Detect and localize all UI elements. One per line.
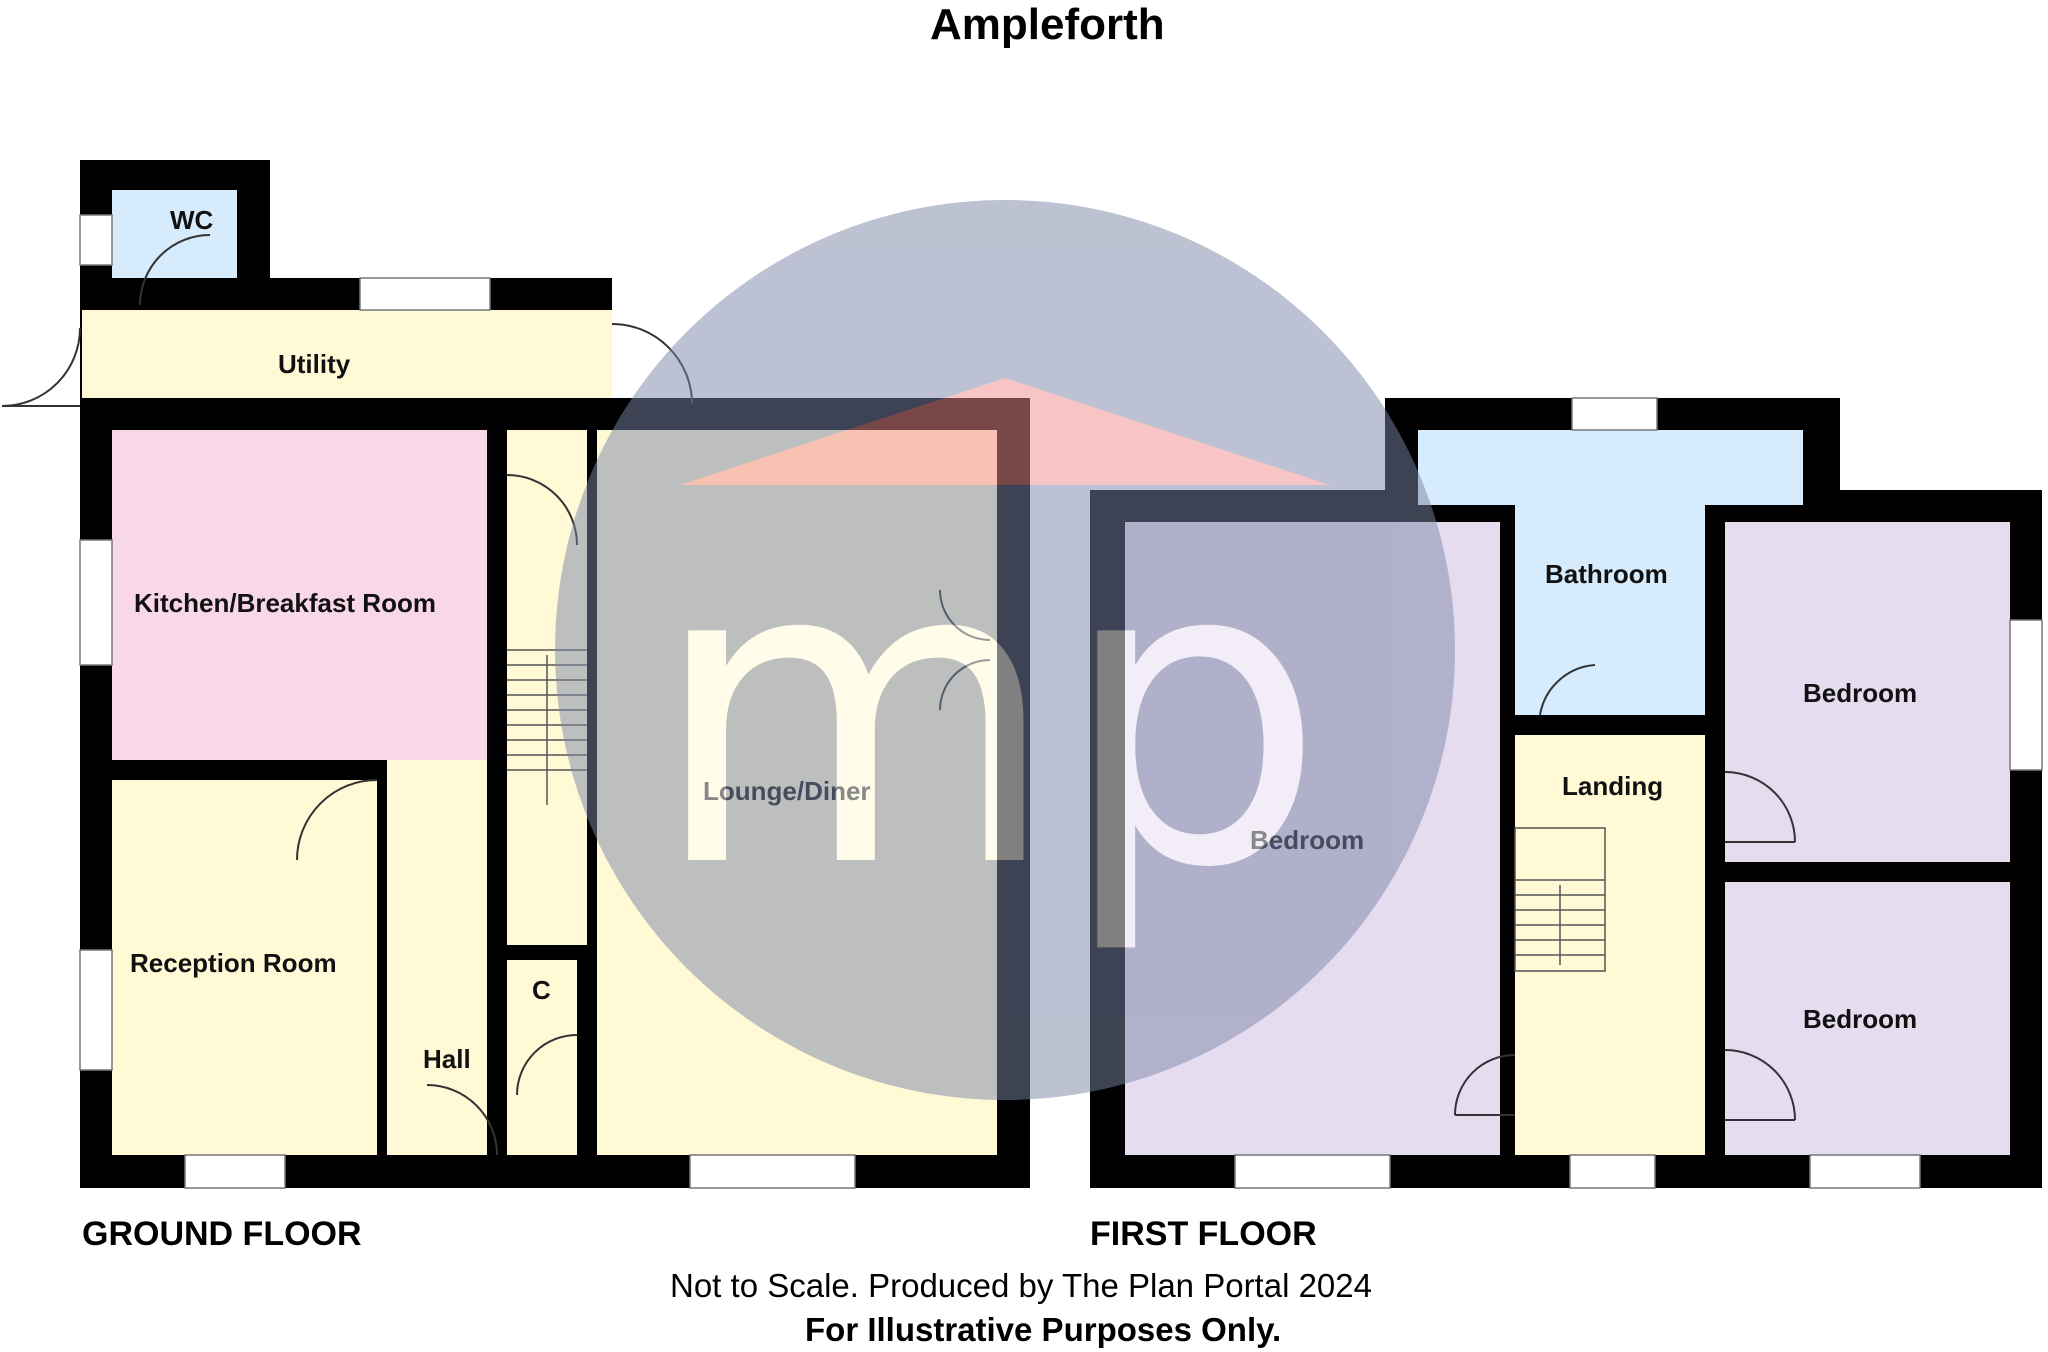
bathroom-floor [1515,505,1705,715]
house-roof-logo-icon [680,378,1330,485]
bedroom-right-bottom-floor [1725,882,2010,1155]
landing-label: Landing [1562,771,1663,801]
reception-label: Reception Room [130,948,337,978]
bathroom-label: Bathroom [1545,559,1668,589]
first-doors [1454,664,1796,1121]
first-windows [1234,397,2043,1189]
reception-floor [112,780,377,1155]
ground-floor-label: GROUND FLOOR [82,1215,362,1253]
footer-disclaimer: Not to Scale. Produced by The Plan Porta… [670,1267,1372,1304]
watermark-logo: mp [555,200,1455,1100]
landing-floor [1515,735,1705,1155]
kitchen-label: Kitchen/Breakfast Room [134,588,436,618]
utility-floor [82,310,612,410]
bedroom-right-bottom-label: Bedroom [1803,1004,1917,1034]
kitchen-bottom-wall [112,760,377,780]
bathroom-wide-floor [1418,430,1803,505]
wc-label: WC [170,205,214,235]
kitchen-right-wall [487,430,507,475]
hall-floor [387,760,487,1155]
cupboard-right-wall [577,945,597,1155]
cupboard-left-wall [487,945,507,1155]
utility-label: Utility [278,349,351,379]
cupboard-label: C [532,975,551,1005]
reception-right-wall [377,780,387,1155]
bedroom-right-top-floor [1725,522,2010,862]
page-title: Ampleforth [930,0,1165,49]
watermark-letters: mp [650,471,1326,960]
footer-illustrative: For Illustrative Purposes Only. [805,1311,1282,1348]
cupboard-top-wall [487,945,582,960]
hall-label: Hall [423,1044,471,1074]
hall-wall [487,470,507,940]
bedroom-right-top-label: Bedroom [1803,678,1917,708]
watermark-circle-icon [555,200,1455,1100]
first-floor-label: FIRST FLOOR [1090,1215,1317,1253]
ground-windows [79,214,856,1189]
kitchen-floor [112,430,487,760]
first-stairs [1514,827,1606,972]
